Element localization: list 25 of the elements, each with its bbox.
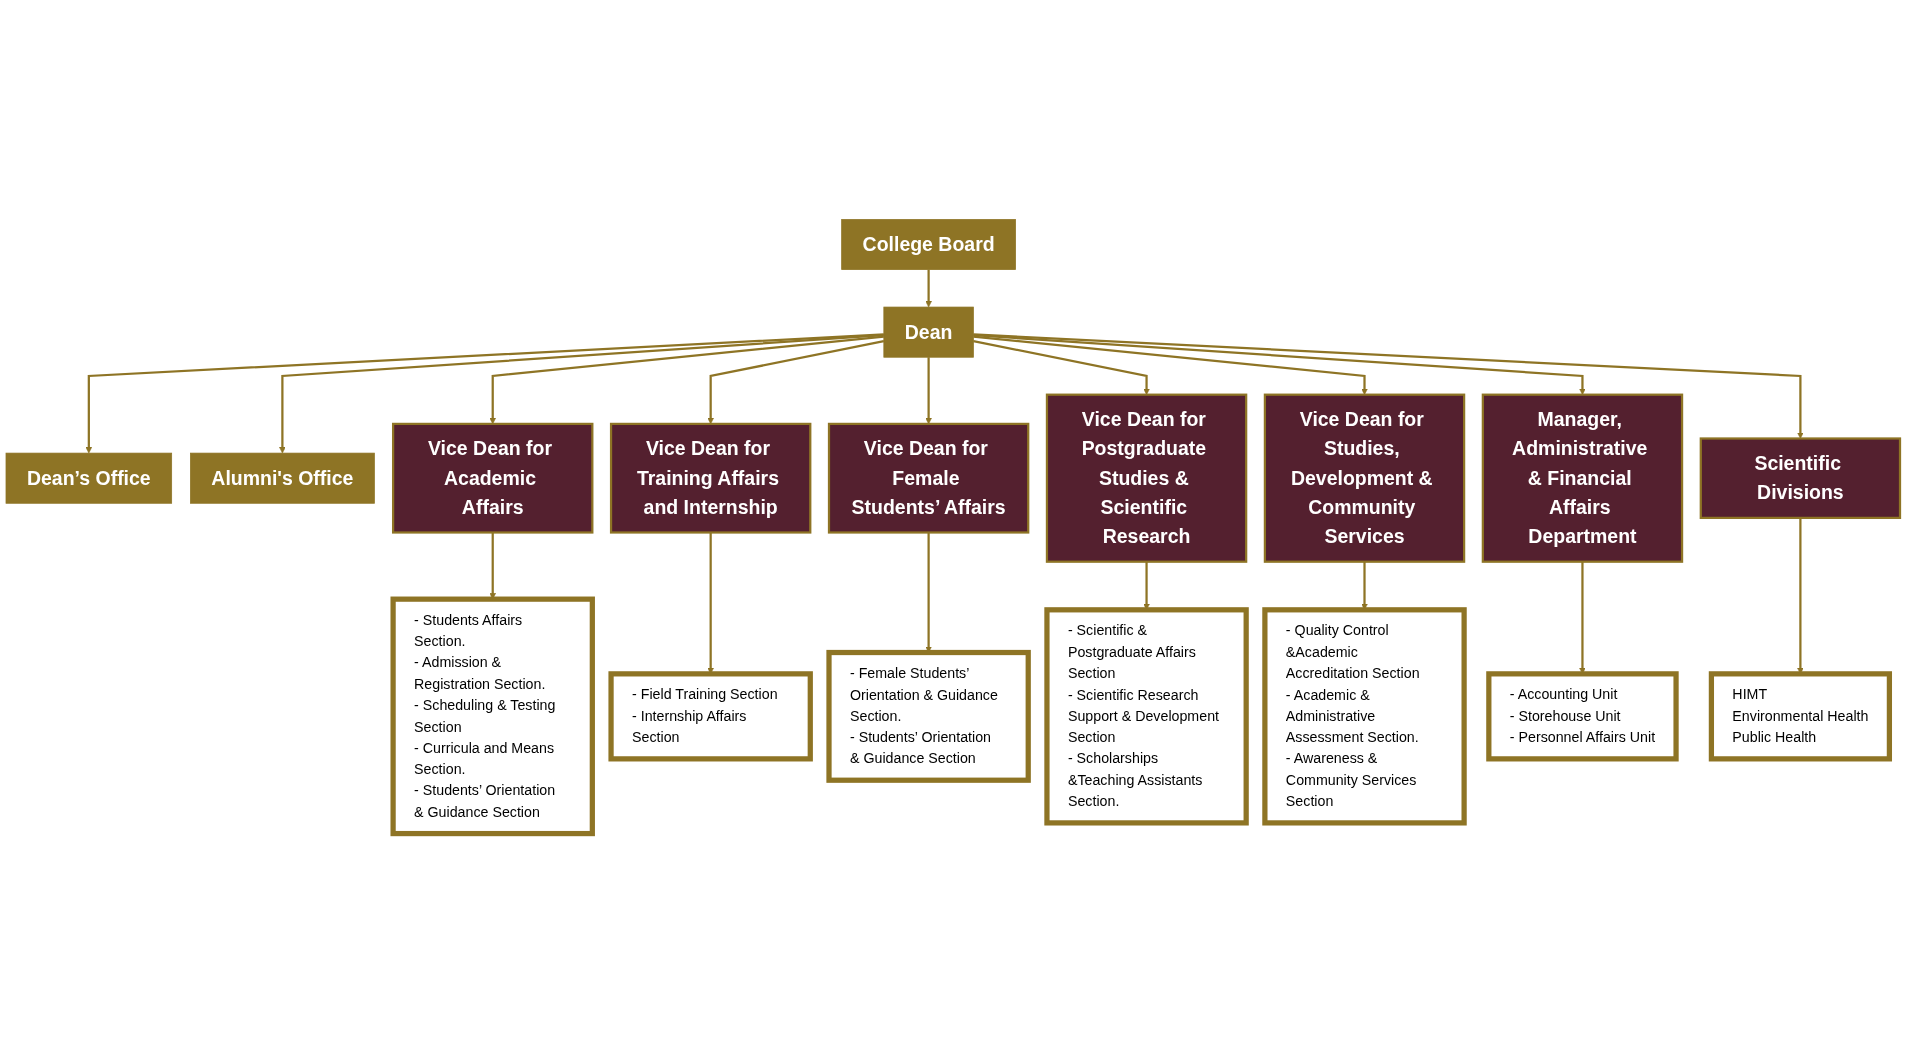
node-box: - Students Affairs Section. - Admission & Registration Section. - Scheduling & Testing Section - Curricula and Means Section. - Students’ Orientation & Guidance Section <box>390 596 595 837</box>
node-box: Manager, Administrative & Financial Affairs Department <box>1481 393 1684 563</box>
node-box: College Board <box>841 219 1016 270</box>
node-box: Vice Dean for Studies, Development & Community Services <box>1263 393 1466 563</box>
node-box: - Female Students’ Orientation & Guidance Section. - Students’ Orientation & Guidance Section <box>826 649 1031 783</box>
node-box: HIMT Environmental Health Public Health <box>1708 671 1892 762</box>
node-box: - Quality Control &Academic Accreditation Section - Academic & Administrative Assessment Section. - Awareness & Community Services Section <box>1262 607 1467 826</box>
node-box: - Accounting Unit - Storehouse Unit - Personnel Affairs Unit <box>1486 671 1679 762</box>
node-box: - Scientific & Postgraduate Affairs Section - Scientific Research Support & Development Section - Scholarships &Teaching Assistants Section. <box>1044 607 1249 826</box>
node-box: Vice Dean for Female Students’ Affairs <box>827 422 1030 534</box>
node-box: Vice Dean for Postgraduate Studies & Scientific Research <box>1045 393 1248 563</box>
node-box: Vice Dean for Training Affairs and Internship <box>609 422 812 534</box>
node-box: Scientific Divisions <box>1699 437 1902 519</box>
arrow <box>973 335 1368 395</box>
node-box: Vice Dean for Academic Affairs <box>392 422 594 534</box>
node-box: Alumni's Office <box>190 452 375 504</box>
arrow <box>973 340 1150 395</box>
node-box: - Field Training Section - Internship Affairs Section <box>608 671 813 762</box>
node-box: Dean’s Office <box>5 452 173 504</box>
arrow <box>925 269 932 308</box>
arrow <box>279 334 884 454</box>
arrow <box>973 334 1586 395</box>
node-box: Dean <box>883 306 974 358</box>
arrow <box>85 333 884 454</box>
arrow <box>973 333 1804 439</box>
